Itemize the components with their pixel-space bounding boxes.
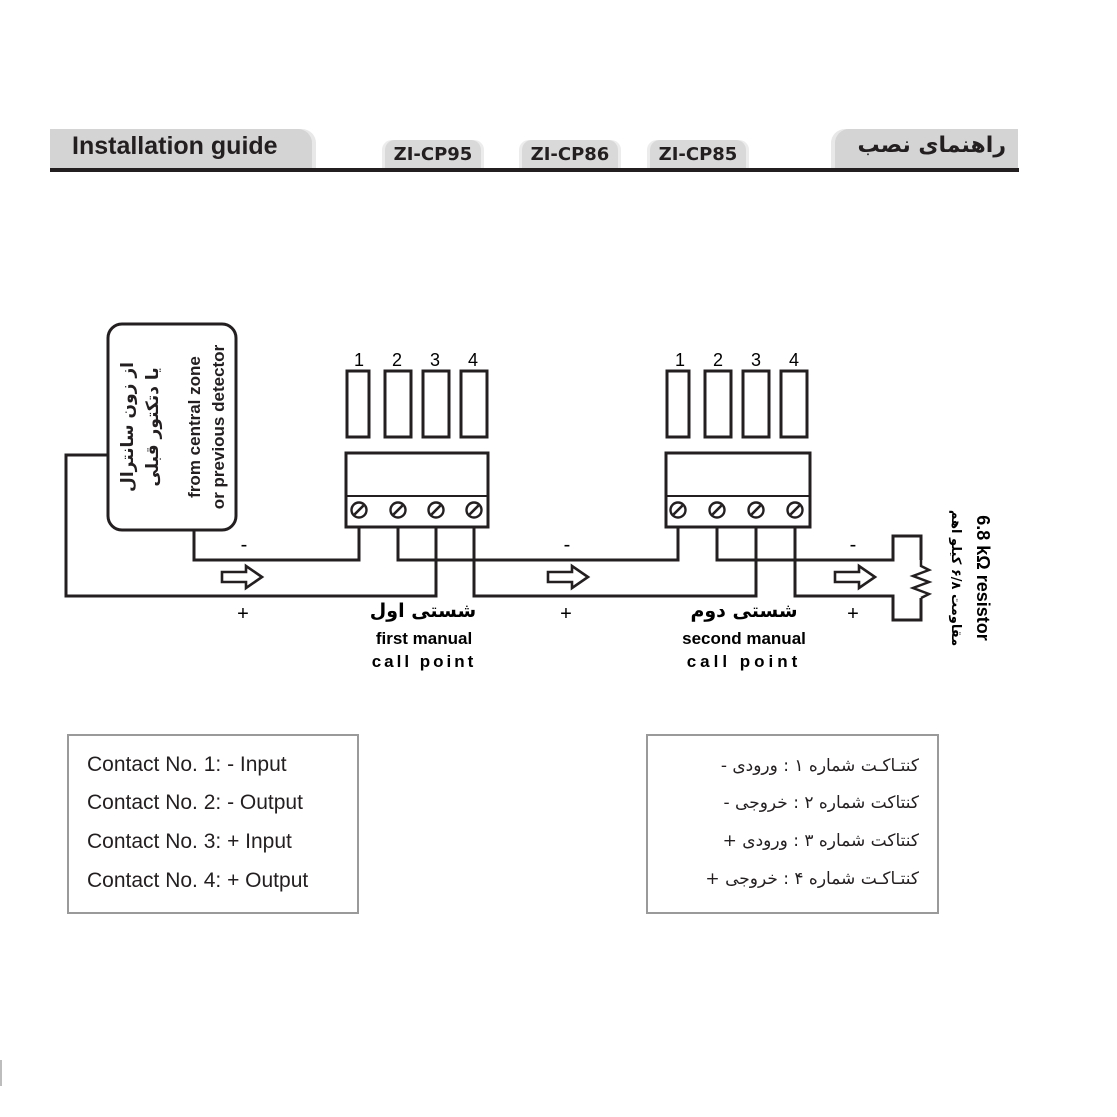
terminal-pin [741,369,771,439]
screw-icon [708,501,726,519]
call-point-2-label-en-1: second manual [682,629,806,648]
terminal-number: 4 [468,350,478,370]
wires [64,453,923,622]
screw-icon [350,501,368,519]
header-rule [50,168,1019,172]
legend-fa-item: کنتاکت شماره ۳ : ورودی + [722,831,919,851]
wire-pos-3 [793,510,923,622]
terminal-number: 3 [430,350,440,370]
call-point-1-label-fa: شستی اول [370,600,476,622]
model-tab-2: ZI-CP86 [522,140,618,170]
polarity-plus: + [560,603,572,625]
screw-icon [669,501,687,519]
polarity-plus: + [237,603,249,625]
call-point-1-label-en-1: first manual [376,629,472,648]
terminal-number: 4 [789,350,799,370]
source-label-en-1: from central zone [185,356,204,498]
legend-en-item: Contact No. 2: - Output [87,791,303,814]
header-tab-fa: راهنمای نصب [835,129,1018,170]
terminal-pin [345,369,371,439]
call-point-1-label-en-2: call point [372,652,477,671]
header-title-en: Installation guide [72,132,278,160]
terminal-pin [665,369,691,439]
model-tab-1: ZI-CP95 [385,140,481,170]
terminal-pin [779,369,809,439]
terminal-pin [383,369,413,439]
resistor-label-fa: مقاومت ۶/۸ کیلو اهم [948,510,963,646]
terminal-pin [421,369,451,439]
wire-neg-3 [715,510,923,562]
arrow-right-icon [546,563,591,591]
wire-neg-2 [396,510,680,562]
terminal-pin [459,369,489,439]
terminal-number: 2 [392,350,402,370]
call-point-2-label-fa: شستی دوم [690,600,797,622]
legend-fa-item: کنتـاکـت شماره ۴ : خروجی + [705,869,919,889]
call-point-1: 1 2 3 4 [344,350,490,529]
arrow-right-icon [833,563,878,591]
call-point-2: 1 2 3 4 [664,350,812,529]
polarity-plus: + [847,603,859,625]
legend-fa: کنتـاکـت شماره ۱ : ورودی - کنتاکت شماره … [646,734,939,914]
page-edge-mark [0,1060,2,1086]
screw-icon [465,501,483,519]
screw-icon [747,501,765,519]
header-tab-en: Installation guide [50,129,312,170]
polarity-minus: - [850,534,857,556]
screw-icon [786,501,804,519]
wire-neg-1 [192,510,361,562]
legend-fa-item: کنتاکت شماره ۲ : خروجی - [723,793,920,813]
source-box [106,322,238,532]
polarity-minus: - [564,534,571,556]
resistor-symbol [909,560,933,600]
terminal-number: 3 [751,350,761,370]
legend-en-item: Contact No. 1: - Input [87,753,287,776]
source-label-fa-2: یا دتکتور قبلی [143,367,163,486]
legend-en-item: Contact No. 3: + Input [87,830,292,853]
screw-icon [427,501,445,519]
source-label-en-2: or previous detector [209,344,228,509]
resistor-label-en: 6.8 kΩ resistor [973,515,993,641]
source-label-fa-1: از زون سانترال [118,362,138,492]
terminal-block [664,451,812,529]
terminal-number: 1 [675,350,685,370]
call-point-2-label-en-2: call point [687,652,802,671]
legend-en-item: Contact No. 4: + Output [87,869,309,892]
screw-icon [389,501,407,519]
header-title-fa: راهنمای نصب [857,133,1007,158]
terminal-pin [703,369,733,439]
terminal-block [344,451,490,529]
model-tab-3: ZI-CP85 [650,140,746,170]
terminal-number: 1 [354,350,364,370]
wire-pos-1 [64,453,438,598]
legend-fa-item: کنتـاکـت شماره ۱ : ورودی - [720,756,919,776]
arrow-right-icon [220,563,265,591]
polarity-minus: - [241,534,248,556]
legend-en: Contact No. 1: - Input Contact No. 2: - … [67,734,359,914]
terminal-number: 2 [713,350,723,370]
wire-pos-2 [472,510,758,598]
